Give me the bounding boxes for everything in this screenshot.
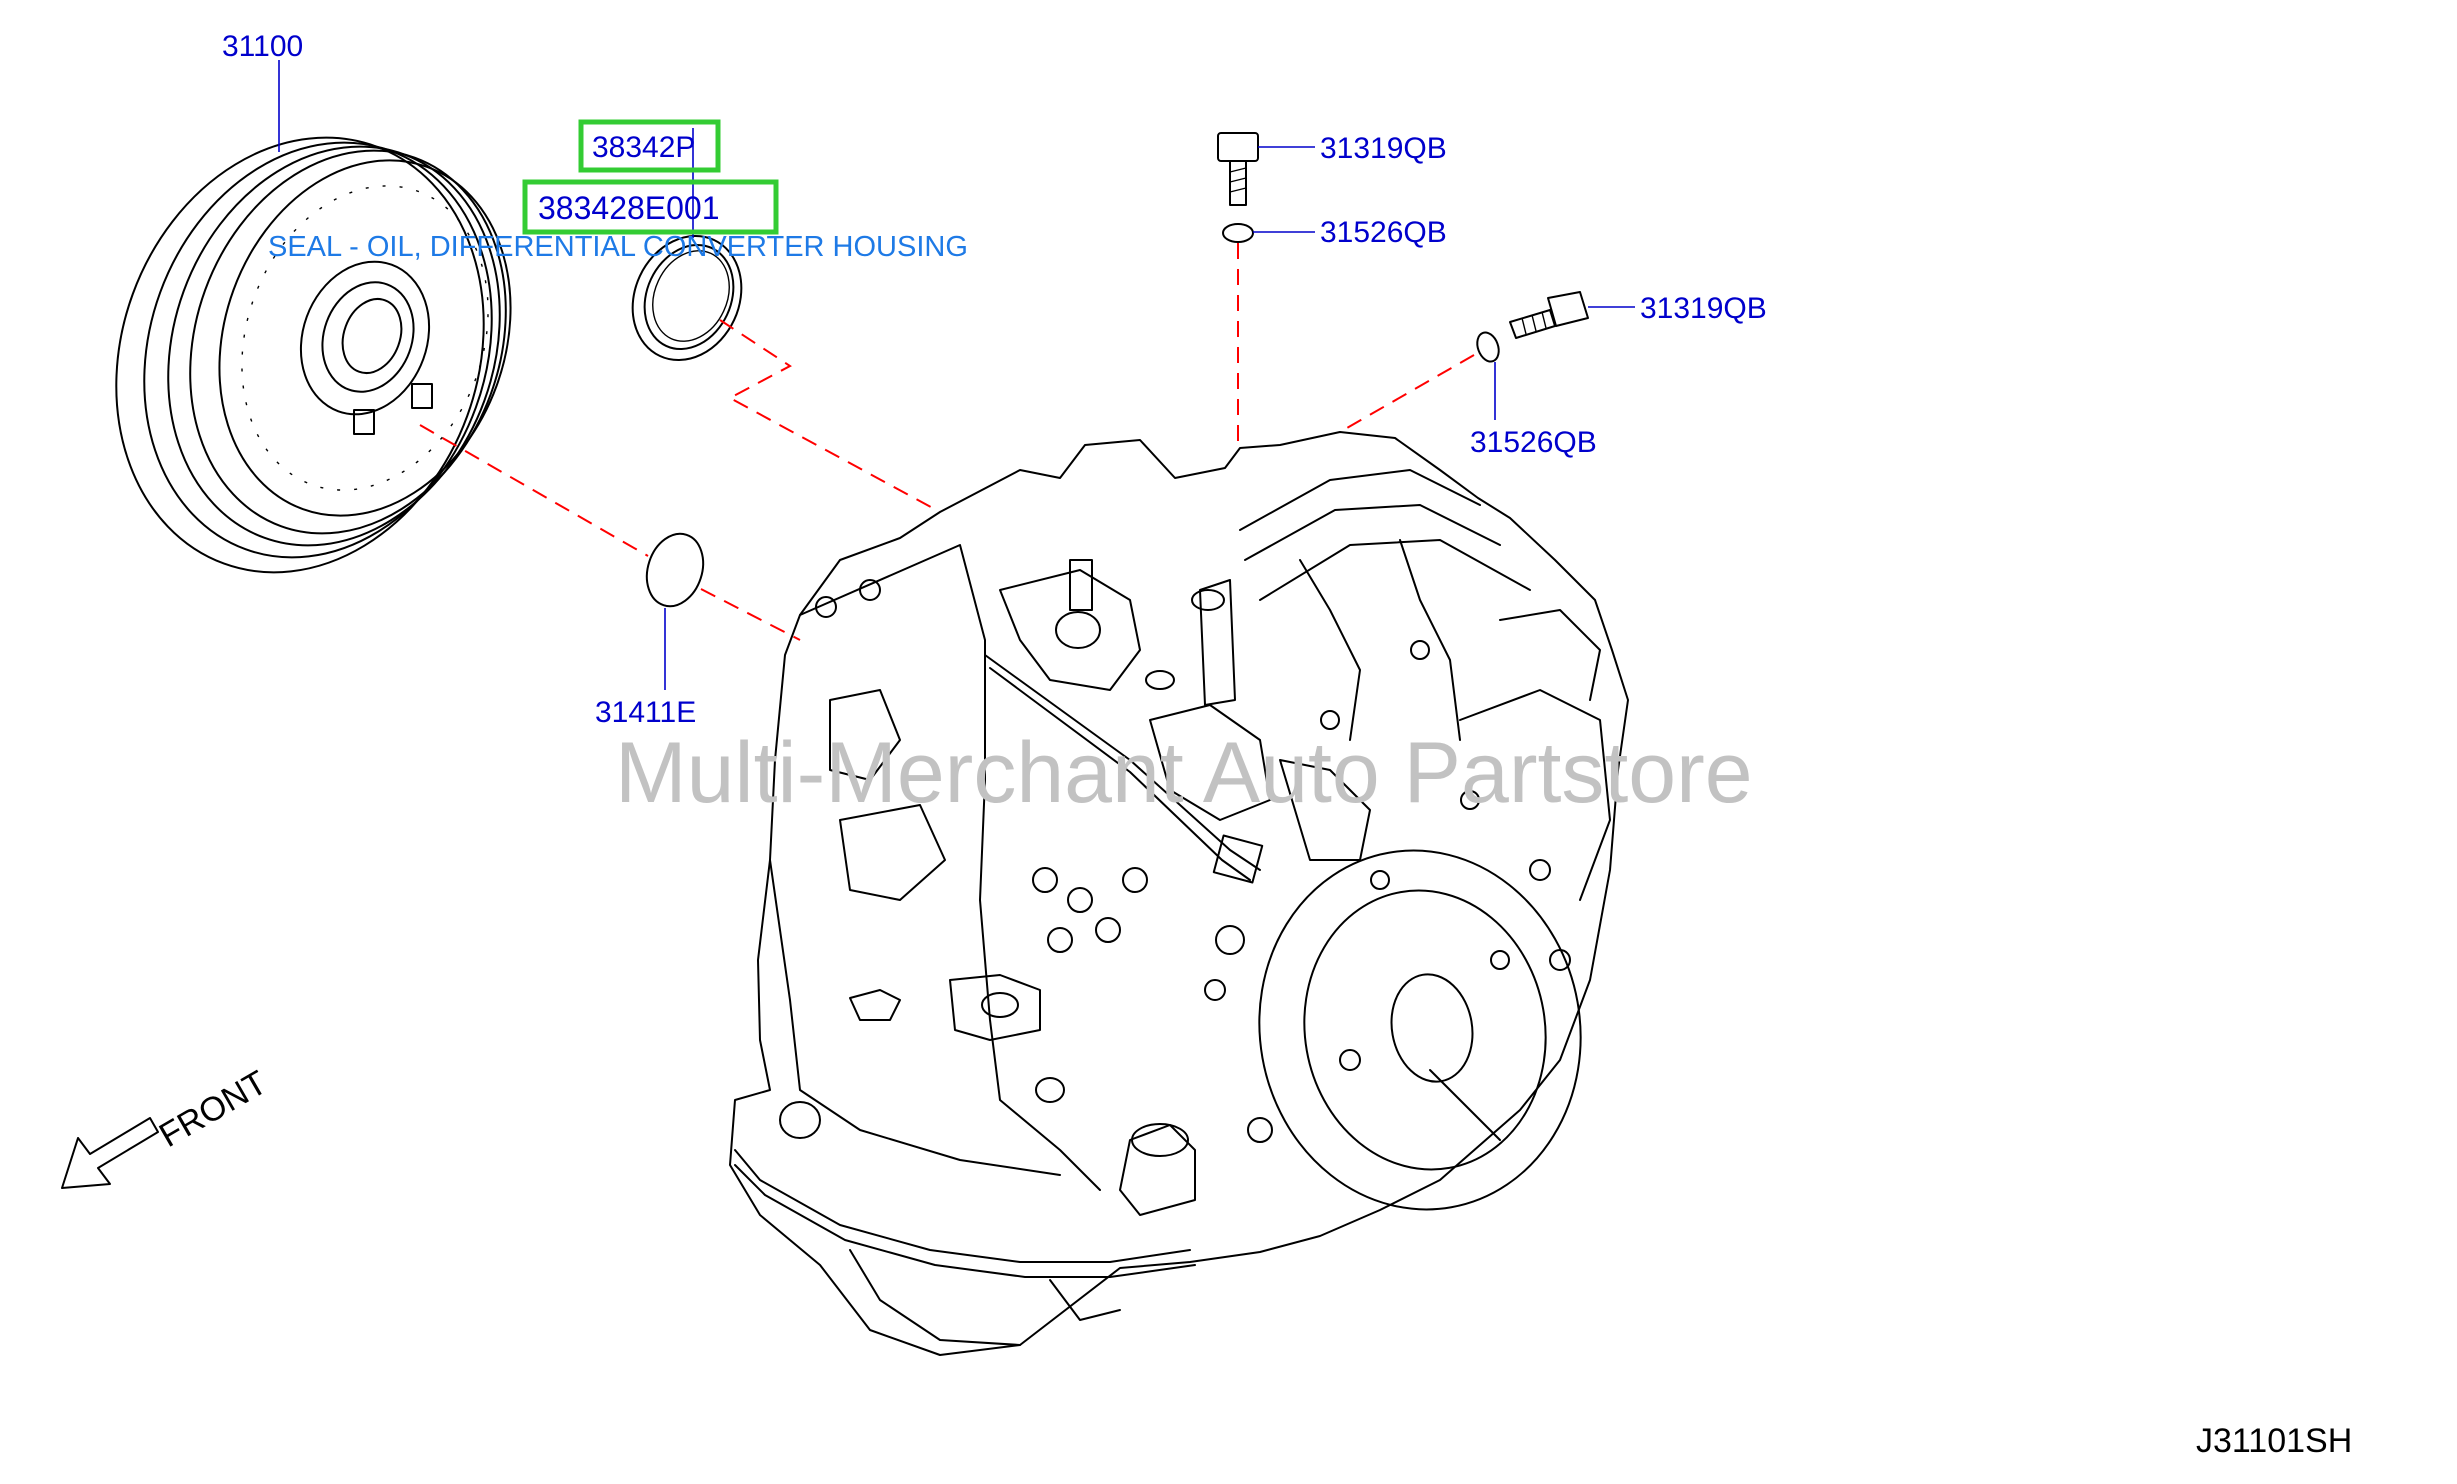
seal-highlight-box [522, 179, 779, 235]
label-seal-kit[interactable]: 38342P [592, 131, 695, 164]
label-seal[interactable]: 383428E001 [538, 190, 720, 226]
oring-top-shape[interactable] [1222, 223, 1254, 243]
label-oring-converter[interactable]: 31411E [595, 696, 696, 729]
seal-kit-highlight-box [578, 119, 721, 173]
front-arrow-icon [61, 1117, 159, 1189]
label-bolt-top[interactable]: 31319QB [1320, 132, 1447, 165]
torque-converter-drawing[interactable] [57, 86, 559, 625]
label-oring-right[interactable]: 31526QB [1470, 426, 1597, 459]
watermark: Multi-Merchant Auto Partstore [615, 725, 1753, 821]
bolt-right-drawing[interactable] [1509, 291, 1589, 339]
label-torque-converter[interactable]: 31100 [222, 30, 303, 63]
label-oring-top[interactable]: 31526QB [1320, 216, 1447, 249]
diagram-code: J31101SH [2196, 1422, 2352, 1460]
callout-lines [419, 243, 1475, 641]
label-bolt-right[interactable]: 31319QB [1640, 292, 1767, 325]
seal-drawing[interactable] [613, 218, 761, 378]
oring-converter-shape[interactable] [638, 526, 712, 613]
bolt-top-drawing[interactable] [1217, 132, 1259, 206]
label-seal-description: SEAL - OIL, DIFFERENTIAL CONVERTER HOUSI… [268, 231, 968, 263]
oring-right-shape[interactable] [1473, 329, 1502, 364]
transmission-case-drawing[interactable] [729, 431, 1629, 1356]
front-label: FRONT [153, 1063, 273, 1154]
